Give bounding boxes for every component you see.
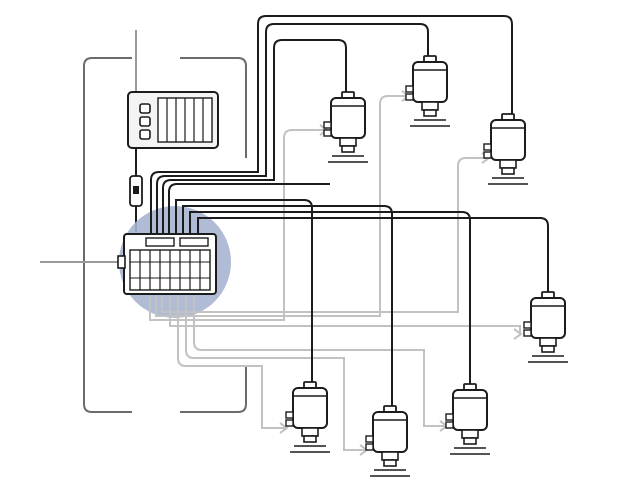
actuator-6 [365, 405, 410, 477]
actuator-part [303, 435, 317, 443]
actuator-part [452, 389, 488, 431]
controller-module [127, 91, 219, 149]
actuator-5 [285, 381, 330, 453]
actuator-3 [483, 113, 528, 185]
black-wire-2 [156, 23, 429, 234]
actuator-part [530, 297, 566, 339]
actuator-7 [445, 383, 490, 455]
actuator-part [365, 435, 374, 443]
black-wire-7 [189, 211, 471, 386]
actuator-2 [405, 55, 450, 127]
black-wire-4 [168, 183, 330, 234]
actuator-part [523, 329, 532, 337]
actuator-part [461, 429, 479, 439]
black-wire-8 [197, 217, 549, 292]
controller-port-3 [139, 129, 151, 140]
grey-wire-7 [193, 296, 446, 427]
actuator-part [339, 137, 357, 147]
cabinet-left-bracket [83, 57, 132, 413]
actuator-part [301, 427, 319, 437]
grey-wire-6 [185, 296, 366, 451]
actuator-4 [523, 291, 568, 363]
actuator-part [341, 145, 355, 153]
actuator-1 [323, 91, 368, 163]
black-wire-6 [182, 205, 393, 408]
black-wire-5 [175, 199, 313, 384]
actuator-part [365, 443, 374, 451]
valve-manifold-terminal [117, 233, 217, 295]
actuator-part [523, 321, 532, 329]
actuator-part [292, 387, 328, 429]
inline-connector [129, 175, 143, 207]
actuator-part [330, 97, 366, 139]
actuator-part [412, 61, 448, 103]
actuator-group [285, 55, 568, 477]
cabinet-outline [83, 57, 247, 413]
actuator-part [421, 101, 439, 111]
actuator-part [501, 167, 515, 175]
actuator-part [285, 411, 294, 419]
actuator-part [383, 459, 397, 467]
actuator-part [463, 437, 477, 445]
actuator-part [539, 337, 557, 347]
actuator-part [372, 411, 408, 453]
cabinet-right-bracket [180, 57, 247, 158]
black-wire-group [150, 15, 549, 408]
controller-port-2 [139, 116, 151, 127]
actuator-part [405, 93, 414, 101]
controller-port-1 [139, 103, 151, 114]
actuator-part [499, 159, 517, 169]
actuator-part [483, 151, 492, 159]
grey-wire-5 [177, 296, 286, 429]
manifold-label-left [145, 237, 175, 247]
actuator-part [423, 109, 437, 117]
grey-wire-group [149, 95, 521, 451]
actuator-part [285, 419, 294, 427]
actuator-part [323, 121, 332, 129]
actuator-part [445, 421, 454, 429]
actuator-part [323, 129, 332, 137]
actuator-part [490, 119, 526, 161]
actuator-part [381, 451, 399, 461]
grey-wire-4 [169, 296, 521, 334]
grey-wire-2 [155, 95, 408, 317]
actuator-part [483, 143, 492, 151]
black-wire-3 [162, 39, 347, 234]
manifold-label-right [179, 237, 209, 247]
manifold-side-port [117, 255, 126, 269]
actuator-part [541, 345, 555, 353]
black-wire-1 [150, 15, 513, 234]
grey-wire-1 [149, 129, 326, 321]
grey-wire-3 [161, 157, 488, 313]
cabinet-right-lower [180, 366, 247, 413]
actuator-part [445, 413, 454, 421]
actuator-part [405, 85, 414, 93]
